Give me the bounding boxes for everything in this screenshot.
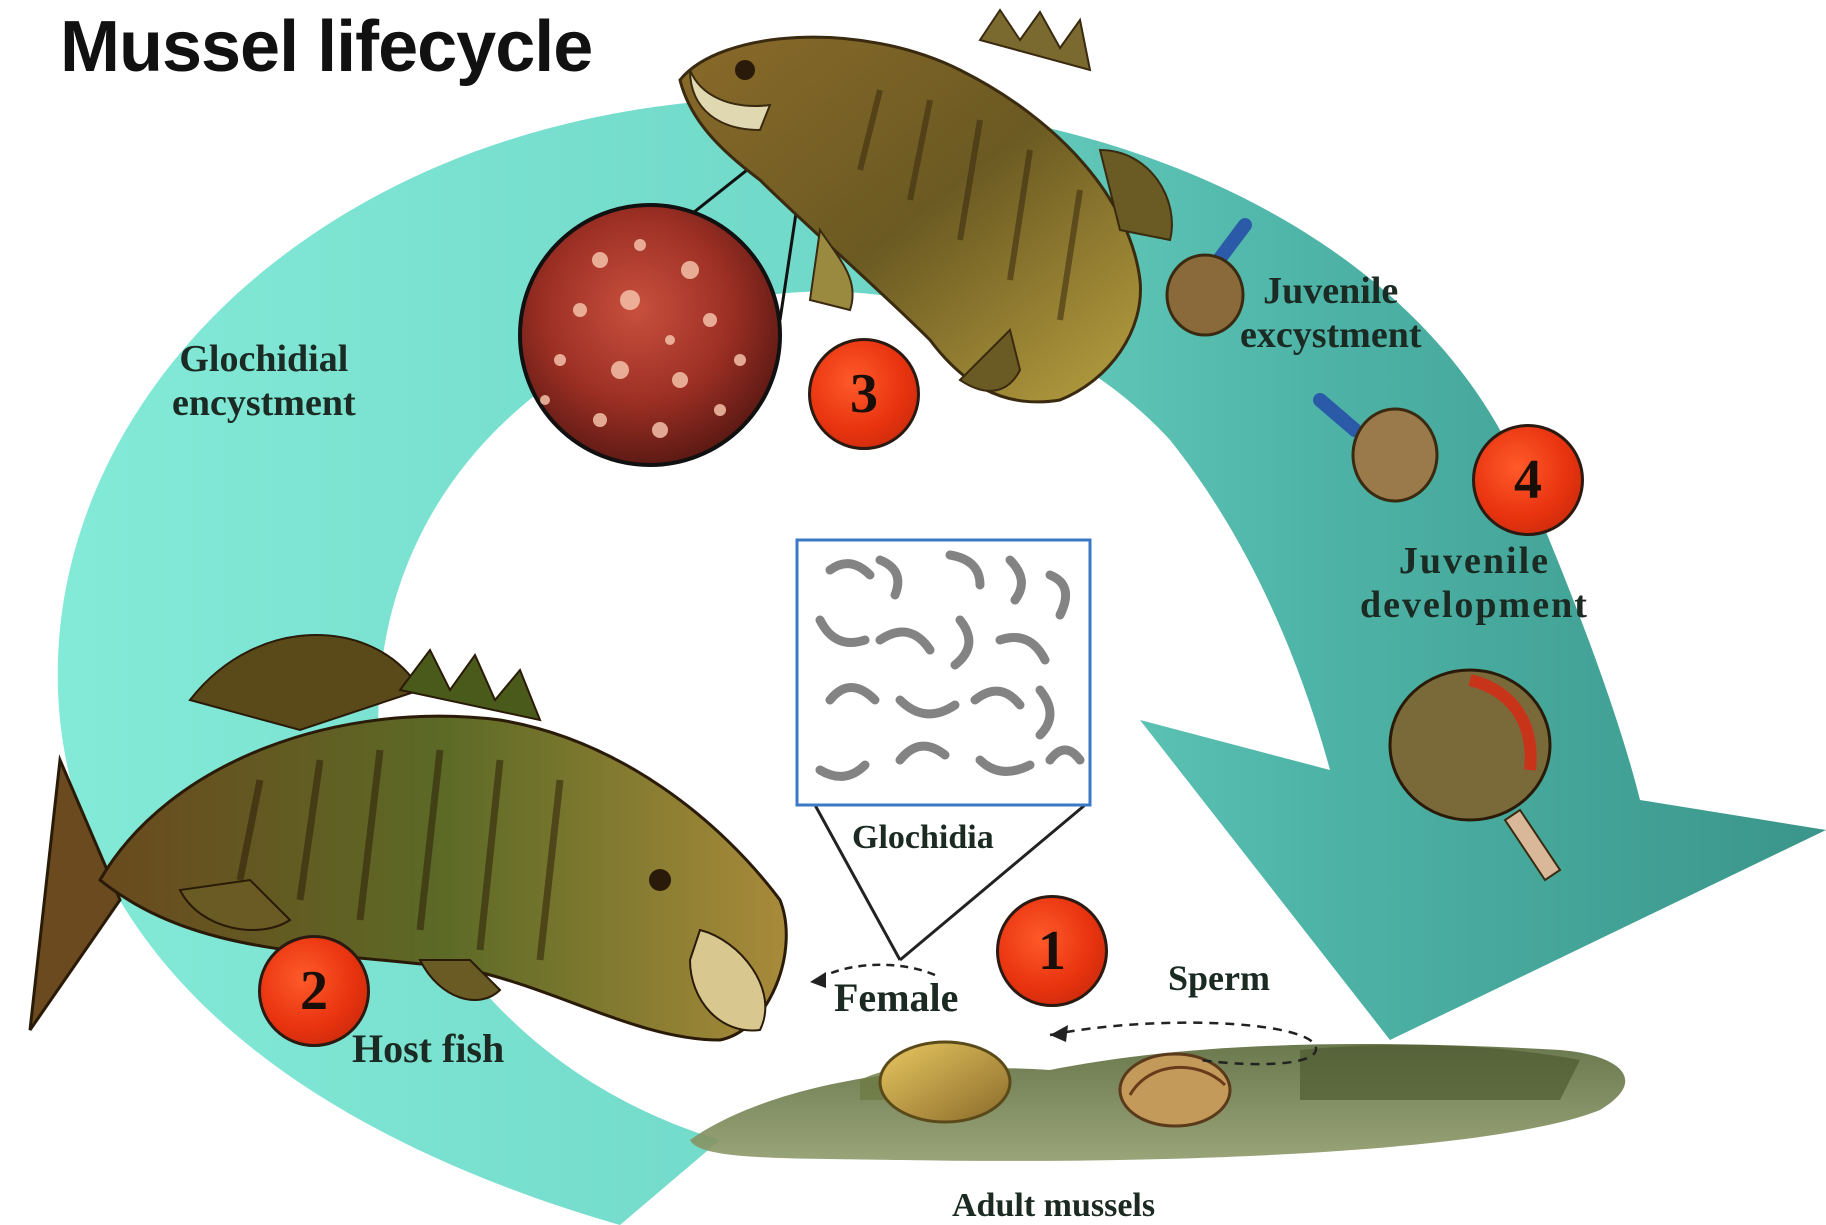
step-1-badge: 1: [996, 895, 1108, 1007]
host-fish-label: Host fish: [352, 1026, 504, 1072]
female-mussel-shell: [880, 1042, 1010, 1122]
step-4-badge: 4: [1472, 424, 1584, 536]
adult-mussels-label: Adult mussels: [952, 1186, 1155, 1225]
glochidial-encystment-label: Glochidial encystment: [172, 338, 356, 425]
female-label: Female: [834, 975, 958, 1021]
step-3-badge: 3: [808, 338, 920, 450]
glochidia-inset: [797, 540, 1090, 805]
encysted-gill-inset: [520, 205, 780, 465]
sperm-label: Sperm: [1168, 958, 1270, 999]
step-2-badge: 2: [258, 935, 370, 1047]
juvenile-development-label: Juvenile development: [1360, 540, 1589, 627]
juvenile-excystment-label: Juvenile excystment: [1240, 270, 1421, 357]
diagram-title: Mussel lifecycle: [60, 6, 592, 88]
glochidia-label: Glochidia: [852, 818, 994, 857]
male-mussel-shell: [1120, 1054, 1230, 1126]
